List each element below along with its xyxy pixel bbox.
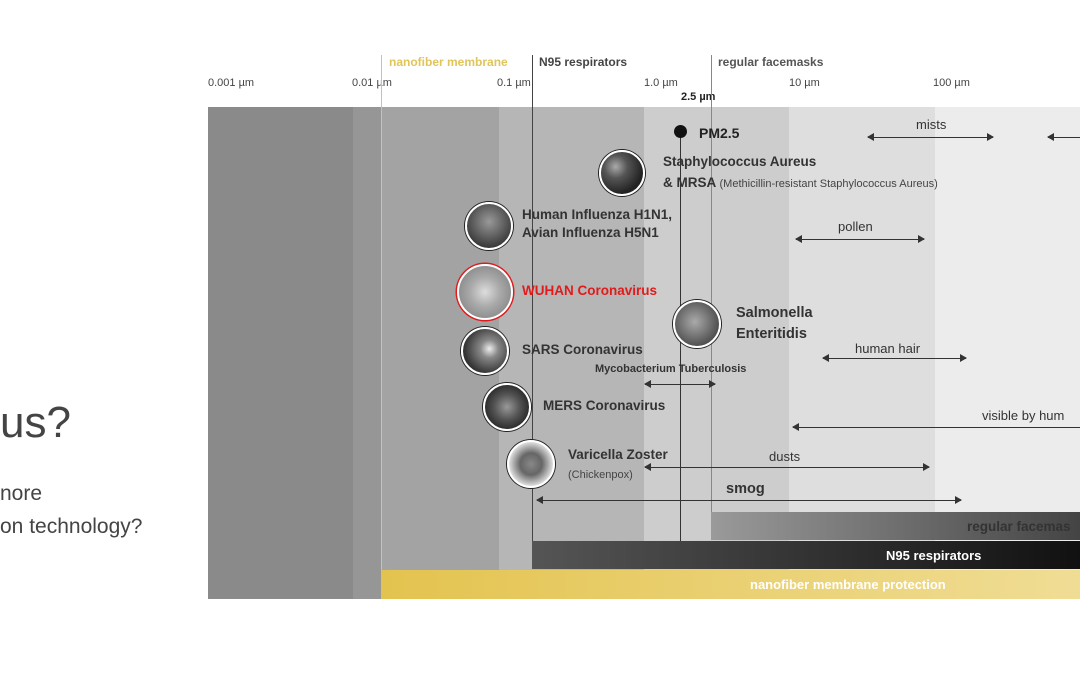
mers-label: MERS Coronavirus — [543, 398, 666, 413]
influenza-title-2: Avian Influenza H5N1 — [522, 225, 659, 240]
nanofiber-bar: nanofiber membrane protection — [381, 570, 1080, 599]
mists-range-arrow — [867, 133, 994, 141]
tick-label: 100 µm — [933, 77, 970, 89]
regular-facemask-bar: regular facemas — [711, 512, 1080, 540]
mycobacterium-label: Mycobacterium Tuberculosis — [595, 363, 747, 375]
human-hair-range-arrow — [822, 354, 967, 362]
tick-label: 10 µm — [789, 77, 820, 89]
influenza-image — [465, 202, 513, 250]
smog-label: smog — [726, 481, 765, 497]
n95-bar-label: N95 respirators — [886, 547, 982, 563]
page-heading: us? — [0, 398, 71, 447]
nanofiber-label: nanofiber membrane — [389, 55, 508, 69]
band — [208, 107, 353, 599]
influenza-title-1: Human Influenza H1N1, — [522, 207, 673, 222]
wuhan-coronavirus-image — [457, 264, 513, 320]
n95-label: N95 respirators — [539, 55, 628, 69]
salmonella-title-2: Enteritidis — [736, 326, 807, 342]
nanofiber-marker-line — [381, 55, 382, 571]
pollen-range-arrow — [795, 235, 925, 243]
visible-label: visible by hum — [982, 408, 1065, 423]
pm25-size-label: 2.5 µm — [681, 91, 716, 103]
sars-label: SARS Coronavirus — [522, 342, 643, 357]
subtitle-line-2: on technology? — [0, 515, 143, 538]
dusts-label: dusts — [769, 449, 801, 464]
regular-facemask-marker-line — [711, 55, 712, 512]
n95-marker-line — [532, 55, 533, 541]
pm25-label: PM2.5 — [699, 125, 740, 141]
sars-image — [461, 327, 509, 375]
subtitle-line-1: nore — [0, 482, 43, 505]
wuhan-coronavirus-label: WUHAN Coronavirus — [522, 283, 658, 298]
varicella-image — [507, 440, 555, 488]
varicella-subtitle: (Chickenpox) — [568, 469, 633, 481]
mers-image — [483, 383, 531, 431]
regular-facemasks-label: regular facemasks — [718, 55, 824, 69]
pm25-dot — [674, 125, 687, 138]
staphylococcus-image — [599, 150, 645, 196]
tick-label: 1.0 µm — [644, 77, 678, 89]
nanofiber-bar-label: nanofiber membrane protection — [750, 577, 946, 592]
tick-label: 0.1 µm — [497, 77, 531, 89]
dusts-range-arrow — [644, 463, 930, 471]
salmonella-image — [673, 300, 721, 348]
tick-label: 0.01 µm — [352, 77, 392, 89]
mists-range-arrow-extra — [1047, 133, 1080, 141]
visible-range-arrow — [792, 423, 1080, 431]
tick-label: 0.001 µm — [208, 77, 255, 89]
pollen-label: pollen — [838, 219, 873, 234]
varicella-title: Varicella Zoster — [568, 447, 668, 462]
staphylococcus-subtitle: & MRSA (Methicillin-resistant Staphyloco… — [663, 174, 938, 193]
smog-range-arrow — [536, 496, 962, 504]
regular-facemask-bar-label: regular facemas — [967, 518, 1071, 534]
salmonella-title-1: Salmonella — [736, 305, 813, 321]
band — [353, 107, 381, 599]
n95-bar: N95 respirators — [532, 541, 1080, 569]
mists-label: mists — [916, 117, 947, 132]
human-hair-label: human hair — [855, 341, 921, 356]
staphylococcus-title: Staphylococcus Aureus — [663, 154, 817, 169]
mycobacterium-range-arrow — [644, 380, 716, 388]
staphylococcus-note: (Methicillin-resistant Staphylococcus Au… — [719, 178, 938, 190]
staphylococcus-mrsa: & MRSA — [663, 175, 716, 190]
